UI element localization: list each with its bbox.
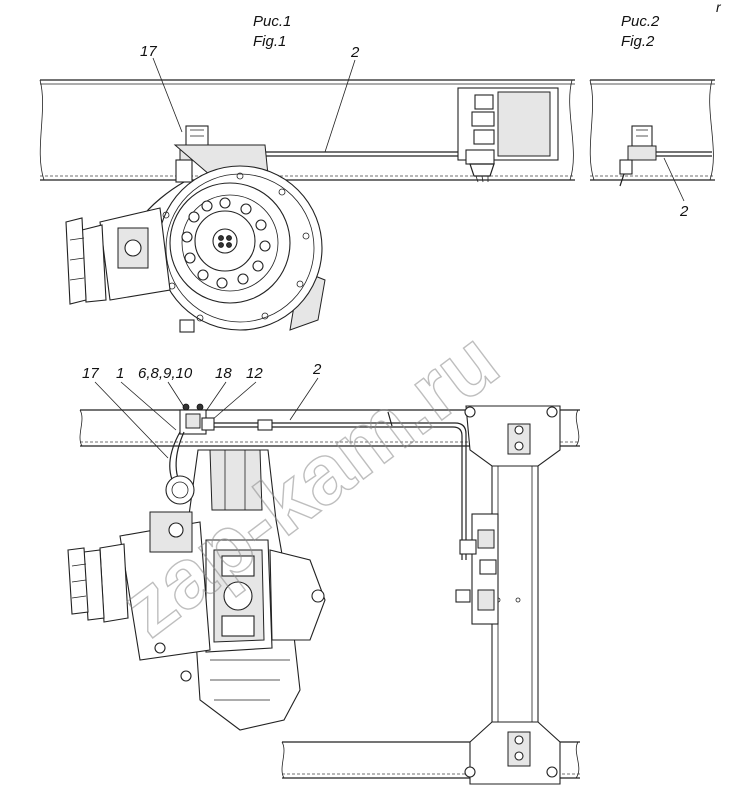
bottom-callout-2: 2 [312, 361, 322, 378]
bottom-callout-12: 12 [246, 365, 263, 382]
drum-bolts [162, 172, 310, 322]
fig1-callout-2: 2 [350, 44, 360, 61]
bottom-callout-18: 18 [215, 365, 232, 382]
leader-17 [152, 57, 183, 133]
leader-lines [94, 377, 319, 459]
figure-2: Рис.2 Fig.2 r 2 [589, 0, 722, 220]
fig1-caption-en: Fig.1 [253, 33, 286, 50]
wheel-studs [181, 197, 271, 289]
bottom-callout-17: 17 [82, 365, 99, 382]
leader-2 [324, 59, 356, 153]
fig1-caption-ru: Рис.1 [253, 13, 291, 30]
corner-mark: r [716, 0, 722, 15]
fig2-callout-2: 2 [679, 203, 689, 220]
solenoid-valve-fig2 [619, 125, 712, 187]
valve-bracket [457, 87, 559, 183]
pipe-fitting [257, 419, 273, 431]
axle-assembly-side [65, 144, 326, 333]
frame-rail-top [39, 79, 575, 181]
fig2-caption-ru: Рис.2 [621, 13, 660, 30]
fig1-callout-17: 17 [140, 43, 157, 60]
pipe-clip [387, 411, 393, 427]
air-pipe-plan [212, 422, 467, 560]
frame-rail-fig2 [589, 79, 715, 181]
fig2-leader-2 [663, 157, 685, 202]
fig2-caption-en: Fig.2 [621, 33, 655, 50]
bottom-callout-group: 6,8,9,10 [138, 365, 193, 382]
axle-housing-plan [67, 449, 326, 731]
plan-view: 17 1 6,8,9,10 18 12 2 [67, 361, 580, 785]
bottom-callout-1: 1 [116, 365, 124, 382]
figure-1: Рис.1 Fig.1 [39, 13, 575, 333]
valve-unit-plan [455, 513, 499, 625]
